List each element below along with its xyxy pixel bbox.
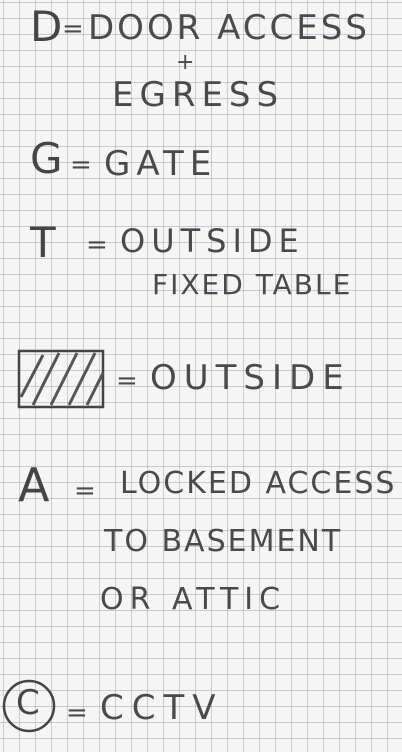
legend-text-d-line1: DOOR ACCESS [88, 8, 370, 48]
legend-text-a-line1: LOCKED ACCESS [120, 466, 397, 501]
equals-sign-t: = [86, 230, 112, 260]
legend-symbol-t: T [30, 218, 56, 267]
legend-text-a-line2: TO BASEMENT [104, 524, 343, 559]
legend-text-c: CCTV [100, 688, 224, 728]
legend-symbol-d: D [30, 2, 63, 51]
cctv-camera-icon [2, 679, 56, 733]
equals-sign-c: = [66, 698, 92, 728]
legend-text-hatch: OUTSIDE [150, 358, 351, 398]
legend-text-t-line1: OUTSIDE [120, 222, 305, 260]
equals-sign-hatch: = [116, 366, 142, 396]
hatched-area-icon [17, 349, 105, 409]
legend-symbol-c: C [16, 683, 40, 723]
legend-symbol-a: A [18, 458, 50, 512]
legend-text-t-line2: FIXED TABLE [152, 268, 353, 301]
equals-sign-a: = [74, 476, 100, 506]
legend-text-d-line2: EGRESS [112, 75, 285, 115]
equals-sign-g: = [70, 150, 96, 180]
legend-text-g: GATE [104, 144, 218, 184]
legend-text-a-line3: OR ATTIC [100, 582, 287, 617]
legend-text-d-plus: + [176, 50, 199, 75]
legend-symbol-g: G [30, 134, 63, 183]
equals-sign-d: = [62, 14, 88, 44]
